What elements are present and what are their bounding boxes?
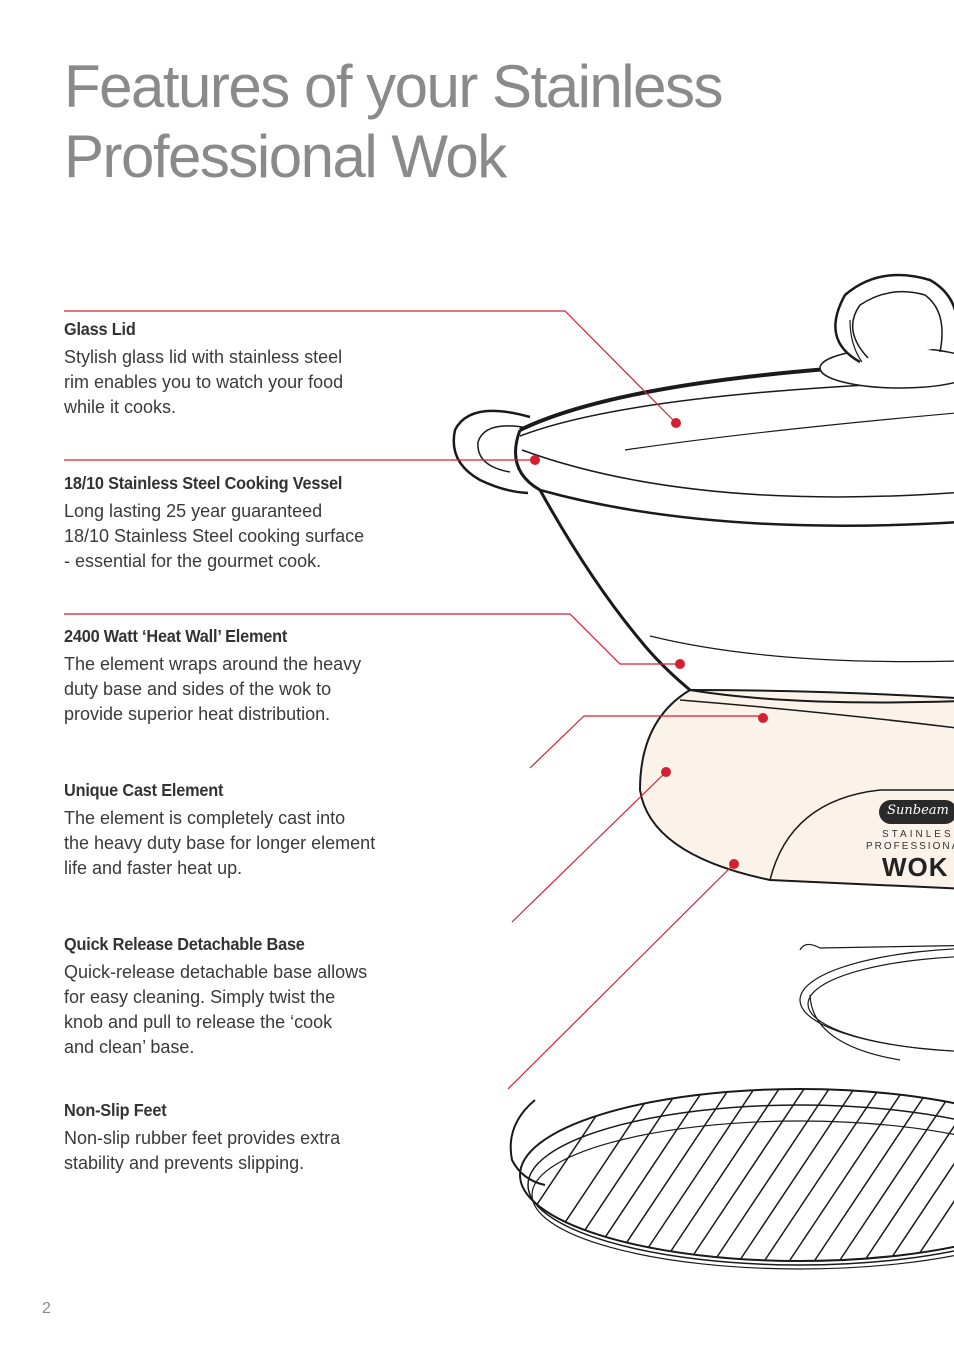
- callout-lines: [64, 310, 763, 1090]
- feature-heading: Non-Slip Feet: [64, 1100, 167, 1120]
- page-title: Features of your Stainless Professional …: [64, 53, 724, 190]
- feature-text: The element wraps around the heavy duty …: [64, 654, 362, 724]
- feature-text: The element is completely cast into the …: [64, 808, 376, 878]
- feature-text: Quick-release detachable base allows for…: [64, 962, 368, 1057]
- feature-glass-lid: Glass Lid Stylish glass lid with stainle…: [64, 318, 409, 420]
- feature-non-slip-feet: Non-Slip Feet Non-slip rubber feet provi…: [64, 1099, 409, 1176]
- badge-line-1: STAINLESS: [882, 829, 954, 840]
- round-rack: [509, 1088, 954, 1270]
- feature-text: Stylish glass lid with stainless steel r…: [64, 347, 344, 417]
- feature-detachable-base: Quick Release Detachable Base Quick-rele…: [64, 933, 409, 1060]
- detachable-base: [638, 688, 954, 890]
- callout-dots: [530, 418, 768, 869]
- feature-cooking-vessel: 18/10 Stainless Steel Cooking Vessel Lon…: [64, 472, 409, 574]
- wok-vessel: [514, 359, 954, 704]
- feature-heading: Glass Lid: [64, 319, 136, 339]
- brand-label: Sunbeam: [887, 803, 949, 818]
- small-rack: [799, 943, 954, 1061]
- badge-line-2: PROFESSIONAL: [866, 841, 954, 852]
- feature-text: Long lasting 25 year guaranteed 18/10 St…: [64, 501, 365, 571]
- feature-cast-element: Unique Cast Element The element is compl…: [64, 779, 409, 881]
- feature-heat-wall-element: 2400 Watt ‘Heat Wall’ Element The elemen…: [64, 625, 409, 727]
- feature-heading: Quick Release Detachable Base: [64, 934, 305, 954]
- badge-line-3: WOK: [882, 852, 949, 882]
- feature-text: Non-slip rubber feet provides extra stab…: [64, 1128, 341, 1173]
- page-number: 2: [42, 1300, 51, 1317]
- feature-heading: Unique Cast Element: [64, 780, 224, 800]
- feature-heading: 18/10 Stainless Steel Cooking Vessel: [64, 473, 343, 493]
- side-handle: [452, 409, 531, 495]
- lid-knob: [819, 273, 954, 389]
- feature-heading: 2400 Watt ‘Heat Wall’ Element: [64, 626, 288, 646]
- sunbeam-logo: Sunbeam: [879, 800, 954, 824]
